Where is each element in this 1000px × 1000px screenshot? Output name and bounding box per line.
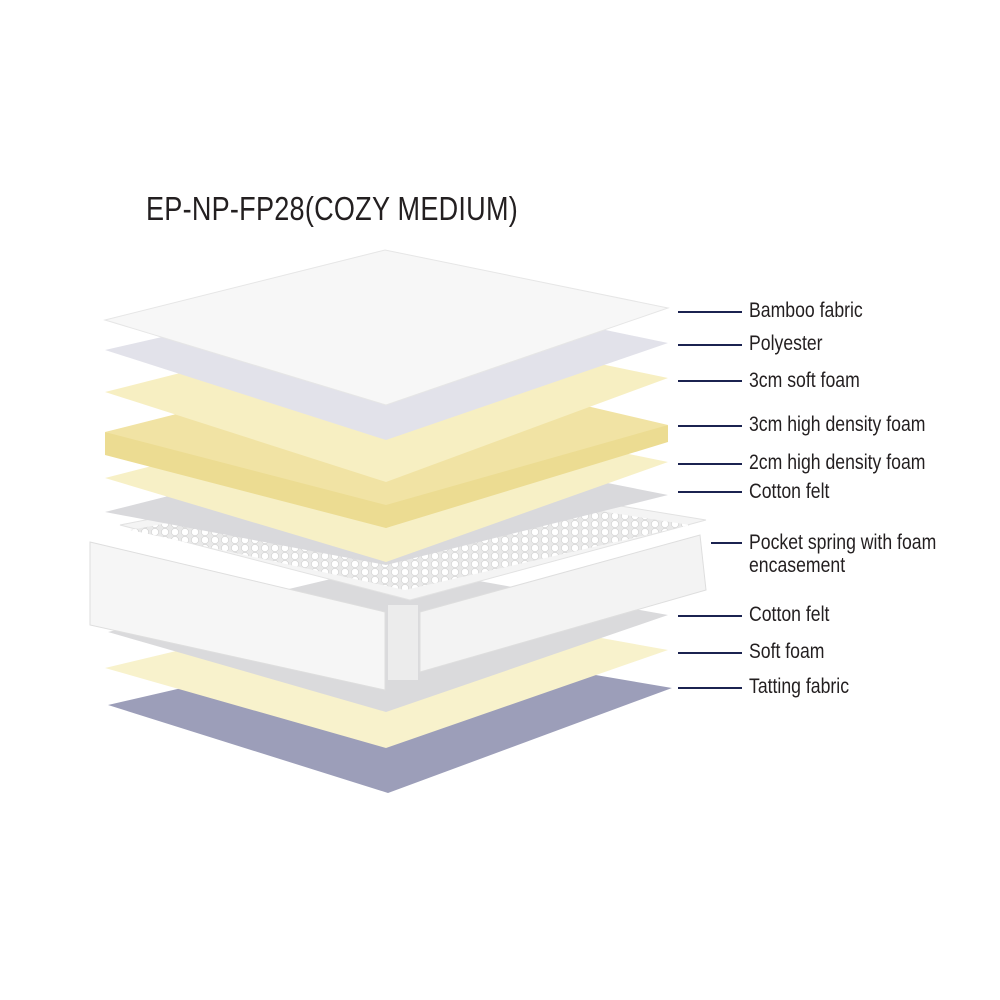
label-bamboo-fabric: Bamboo fabric — [749, 299, 863, 322]
leader-line — [678, 491, 742, 493]
label-3cm-high-density-foam: 3cm high density foam — [749, 413, 926, 436]
leader-line — [678, 344, 742, 346]
diagram-title: EP-NP-FP28(COZY MEDIUM) — [146, 190, 519, 227]
label-2cm-high-density-foam: 2cm high density foam — [749, 451, 926, 474]
label-polyester: Polyester — [749, 332, 823, 355]
leader-line — [678, 687, 742, 689]
leader-line — [678, 463, 742, 465]
label-cotton-felt-bottom: Cotton felt — [749, 603, 830, 626]
layer-bamboo-fabric — [103, 249, 670, 406]
label-cotton-felt: Cotton felt — [749, 480, 830, 503]
leader-line — [678, 652, 742, 654]
label-soft-foam: Soft foam — [749, 640, 825, 663]
leader-line — [678, 311, 742, 313]
label-3cm-soft-foam: 3cm soft foam — [749, 369, 860, 392]
leader-line — [711, 542, 742, 544]
label-pocket-spring: Pocket spring with foam — [749, 531, 937, 554]
leader-line — [678, 615, 742, 617]
label-tatting-fabric: Tatting fabric — [749, 675, 850, 698]
leader-line — [678, 425, 742, 427]
leader-line — [678, 380, 742, 382]
label-pocket-spring-line2: encasement — [749, 554, 846, 577]
